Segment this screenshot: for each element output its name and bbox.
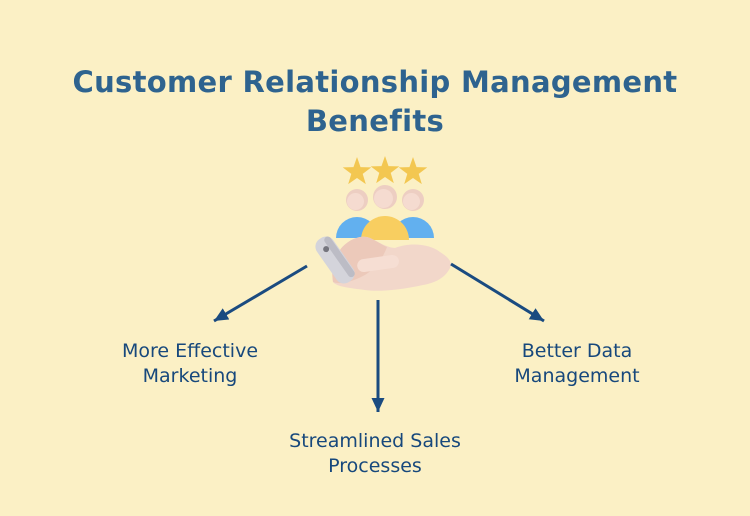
thumb <box>357 254 399 273</box>
benefit-label-sales: Streamlined Sales Processes <box>289 430 461 477</box>
sleeve-cuff <box>315 236 355 284</box>
benefit-label-data: Better Data Management <box>514 340 640 387</box>
arrow-to-marketing <box>213 264 308 323</box>
cuff-button <box>323 246 330 253</box>
arrow-to-data <box>450 262 545 323</box>
benefit-label-marketing: More Effective Marketing <box>121 340 259 387</box>
page-title: Customer Relationship Management Benefit… <box>72 65 678 139</box>
person-icon <box>361 185 409 240</box>
hand-holding-rated-customers-icon <box>315 156 451 291</box>
